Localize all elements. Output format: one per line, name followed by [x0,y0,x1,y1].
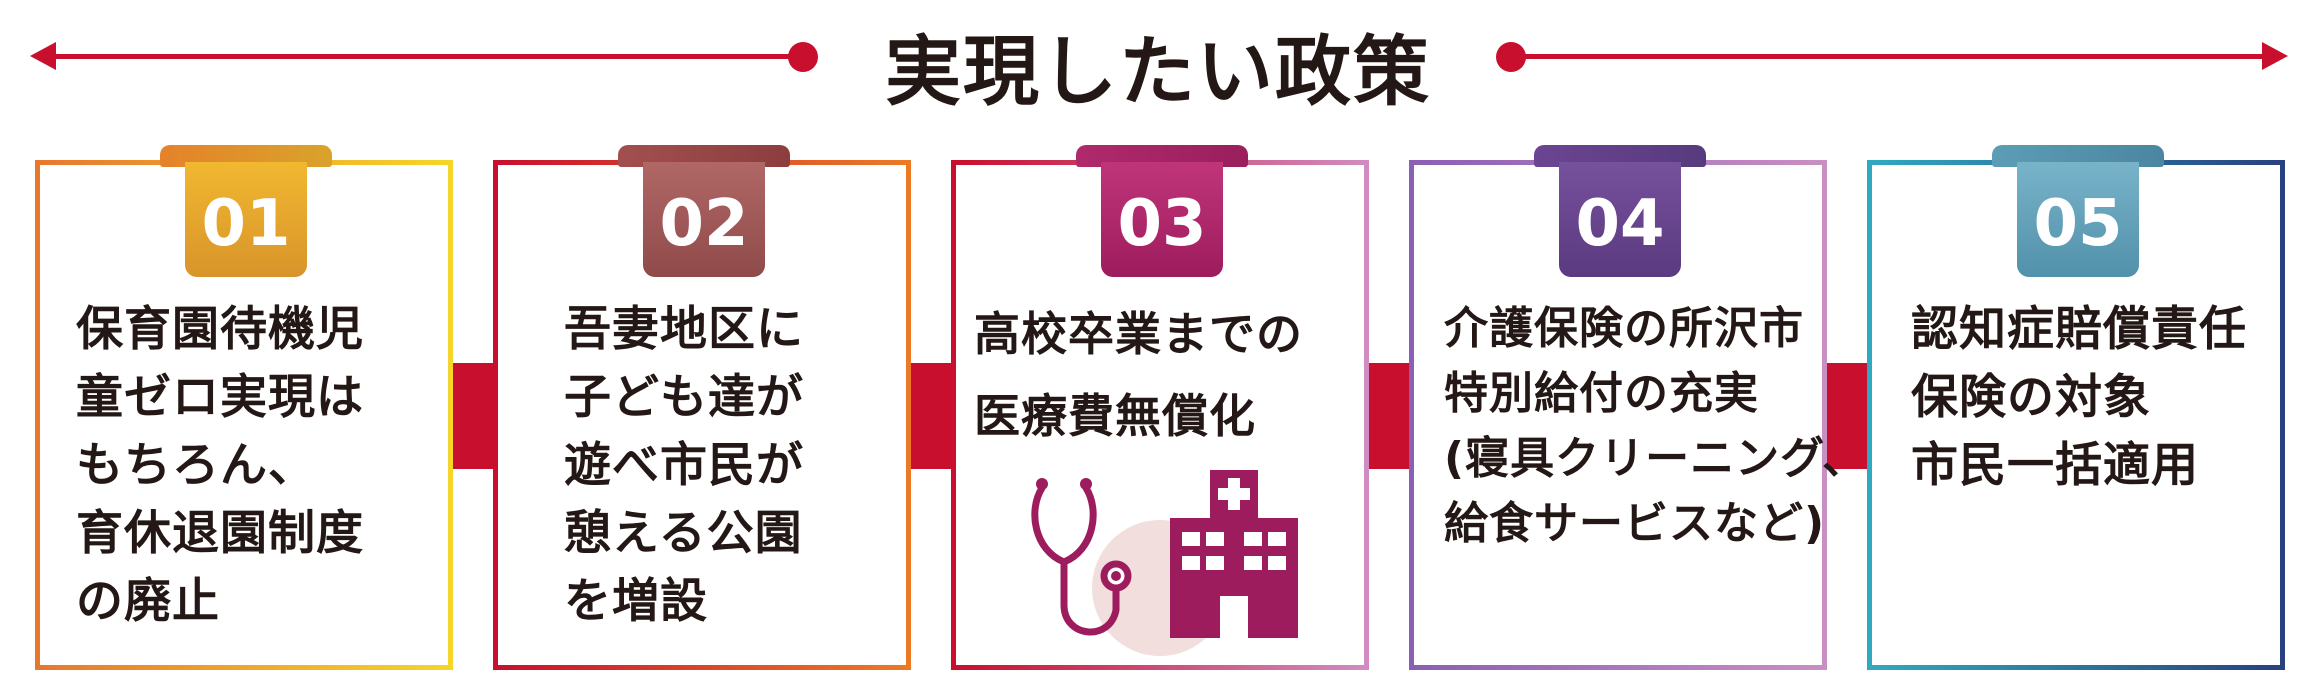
policy-text-line: 介護保険の所沢市 [1444,303,1804,354]
policy-number-badge-03: 03 [1101,162,1223,277]
policy-text-line: 特別給付の充実 [1444,368,1759,419]
policy-text-line: 高校卒業までの [974,307,1303,361]
header: 実現したい政策 [0,0,2316,120]
policy-text-line: 保険の対象 [1911,370,2151,425]
policy-card-05 [1867,160,2285,670]
policy-text-line: 医療費無償化 [974,389,1256,443]
right-arrow-icon [2262,42,2288,70]
ribbon-tab-04 [1534,145,1706,167]
header-dot-left [788,42,818,72]
policy-text-line: 育休退園制度 [76,506,364,561]
policy-text-line: 憩える公園 [564,506,803,561]
header-line-left [48,54,802,59]
policy-text-line: 市民一括適用 [1911,438,2199,493]
ribbon-tab-01 [160,145,332,167]
policy-text-line: 童ゼロ実現は [76,370,364,425]
policy-text-04: 介護保険の所沢市 特別給付の充実 (寝具クリーニング、 給食サービスなど) [1444,296,1868,556]
policy-text-line: (寝具クリーニング、 [1444,433,1868,484]
hospital-icon [1170,470,1298,638]
policy-text-line: を増設 [564,574,708,629]
policy-text-01: 保育園待機児 童ゼロ実現は もちろん、 育休退園制度 の廃止 [76,296,436,636]
policy-text-02: 吾妻地区に 子ども達が 遊べ市民が 憩える公園 を増設 [564,296,864,636]
policy-text-line: 給食サービスなど) [1444,498,1826,549]
policy-number-badge-02: 02 [643,162,765,277]
ribbon-tab-05 [1992,145,2164,167]
policy-text-line: 保育園待機児 [76,302,364,357]
policy-text-line: もちろん、 [76,438,316,493]
policy-number-badge-05: 05 [2017,162,2139,277]
header-line-right [1512,54,2266,59]
ribbon-tab-03 [1076,145,1248,167]
page-title: 実現したい政策 [885,27,1431,116]
stethoscope-earpiece [1080,478,1092,490]
policy-number-badge-04: 04 [1559,162,1681,277]
ribbon-tab-02 [618,145,790,167]
stethoscope-earpiece [1036,478,1048,490]
policy-text-03: 高校卒業までの 医療費無償化 [974,293,1354,457]
stethoscope-icon [1031,484,1132,636]
policy-text-line: 認知症賠償責任 [1911,302,2247,357]
policy-text-line: の廃止 [76,574,220,629]
medical-illustration [1031,470,1298,656]
policy-text-line: 吾妻地区に [564,302,804,357]
policy-number-badge-01: 01 [185,162,307,277]
policy-text-05: 認知症賠償責任 保険の対象 市民一括適用 [1911,296,2271,500]
policy-text-line: 子ども達が [564,370,804,425]
policy-card-01 [35,160,453,670]
policy-text-line: 遊べ市民が [564,438,804,493]
